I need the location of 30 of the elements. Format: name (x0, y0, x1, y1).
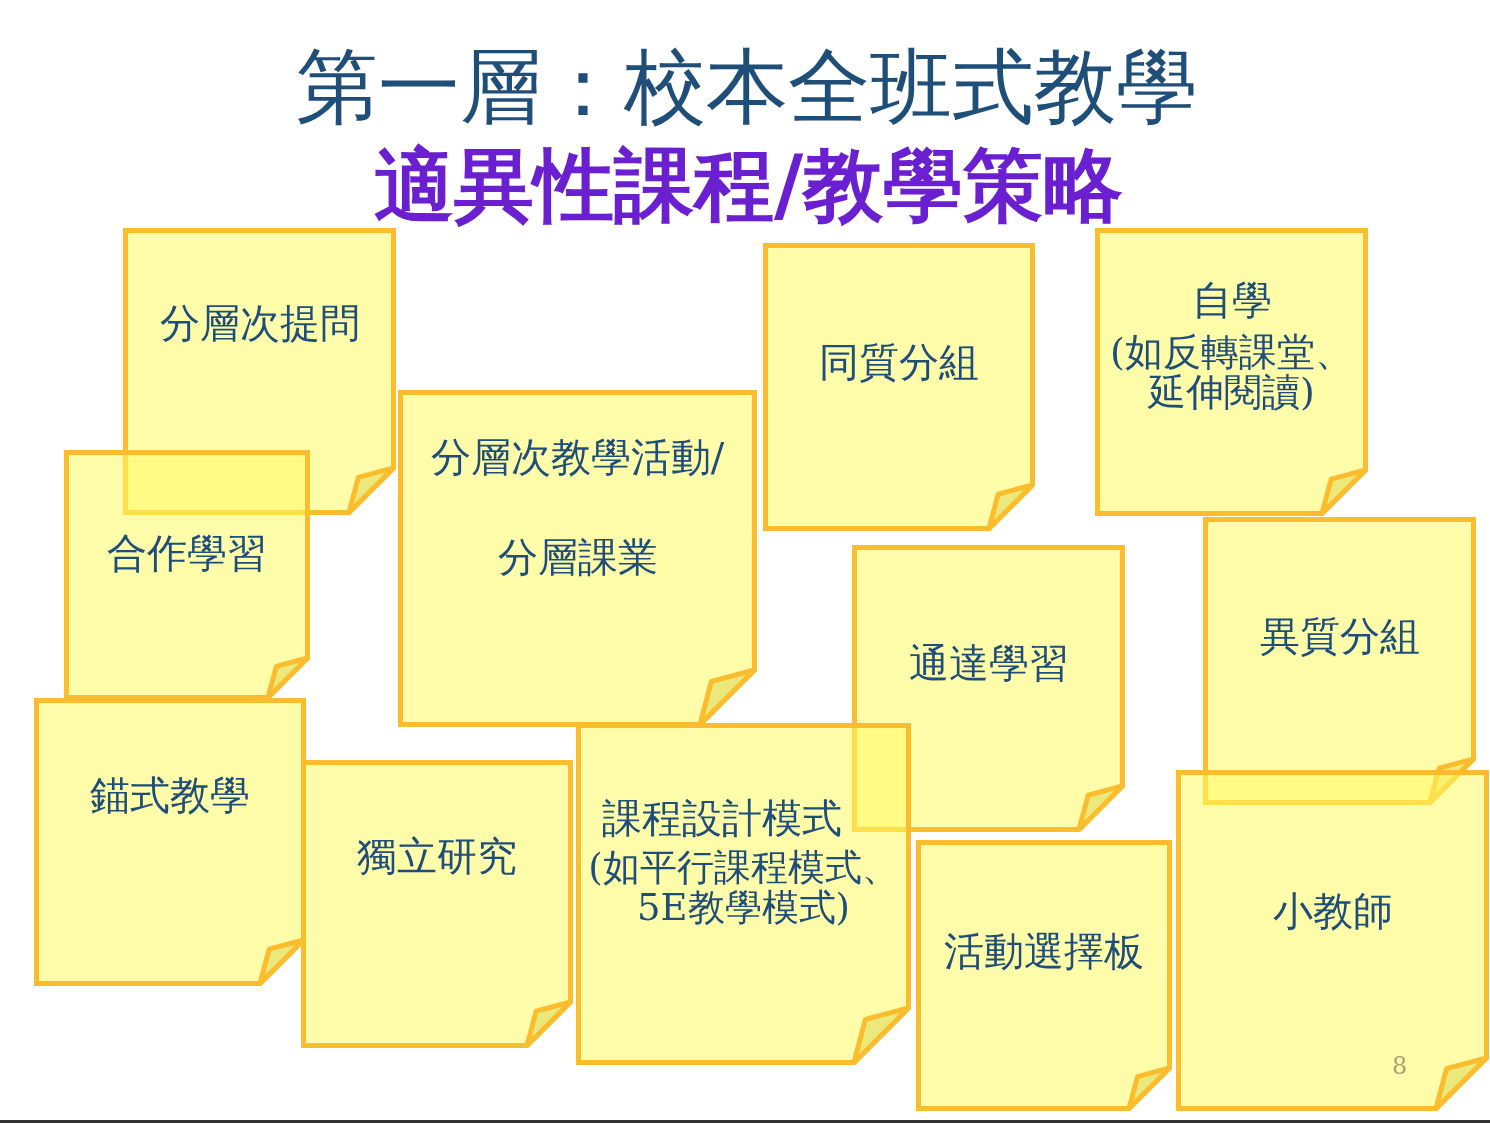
sticky-note (34, 698, 306, 986)
sticky-note (301, 760, 573, 1048)
note-text: 獨立研究 (356, 835, 518, 877)
sticky-note (1203, 517, 1476, 805)
sticky-note (1095, 228, 1368, 516)
sticky-note (576, 723, 911, 1065)
subtitle: 適異性課程/教學策略 (374, 145, 1124, 225)
note-text: 分層課業 (496, 536, 659, 578)
sticky-note (763, 243, 1035, 531)
page-number: 8 (1392, 1054, 1408, 1078)
sticky-note (64, 450, 310, 700)
note-text: (如平行課程模式、5E教學模式) (587, 848, 900, 928)
sticky-note (1176, 770, 1489, 1111)
note-text: 通達學習 (907, 642, 1070, 684)
sticky-note (398, 390, 757, 727)
note-text: 合作學習 (106, 532, 268, 574)
note-text: 自學 (1190, 279, 1273, 321)
note-text: (如反轉課堂、延伸閱讀) (1109, 332, 1354, 412)
note-text: 異質分組 (1258, 615, 1421, 657)
sticky-note (916, 840, 1172, 1111)
note-text: 同質分組 (818, 341, 980, 383)
note-text: 活動選擇板 (943, 930, 1145, 972)
note-text: 錨式教學 (89, 774, 251, 816)
title: 第一層：校本全班式教學 (296, 46, 1198, 128)
note-text: 分層次教學活動/ (429, 436, 726, 478)
sticky-note (123, 228, 396, 515)
sticky-note (852, 545, 1125, 832)
note-text: 分層次提問 (158, 302, 361, 344)
note-text: 小教師 (1271, 890, 1394, 932)
note-text: 課程設計模式 (600, 797, 843, 839)
